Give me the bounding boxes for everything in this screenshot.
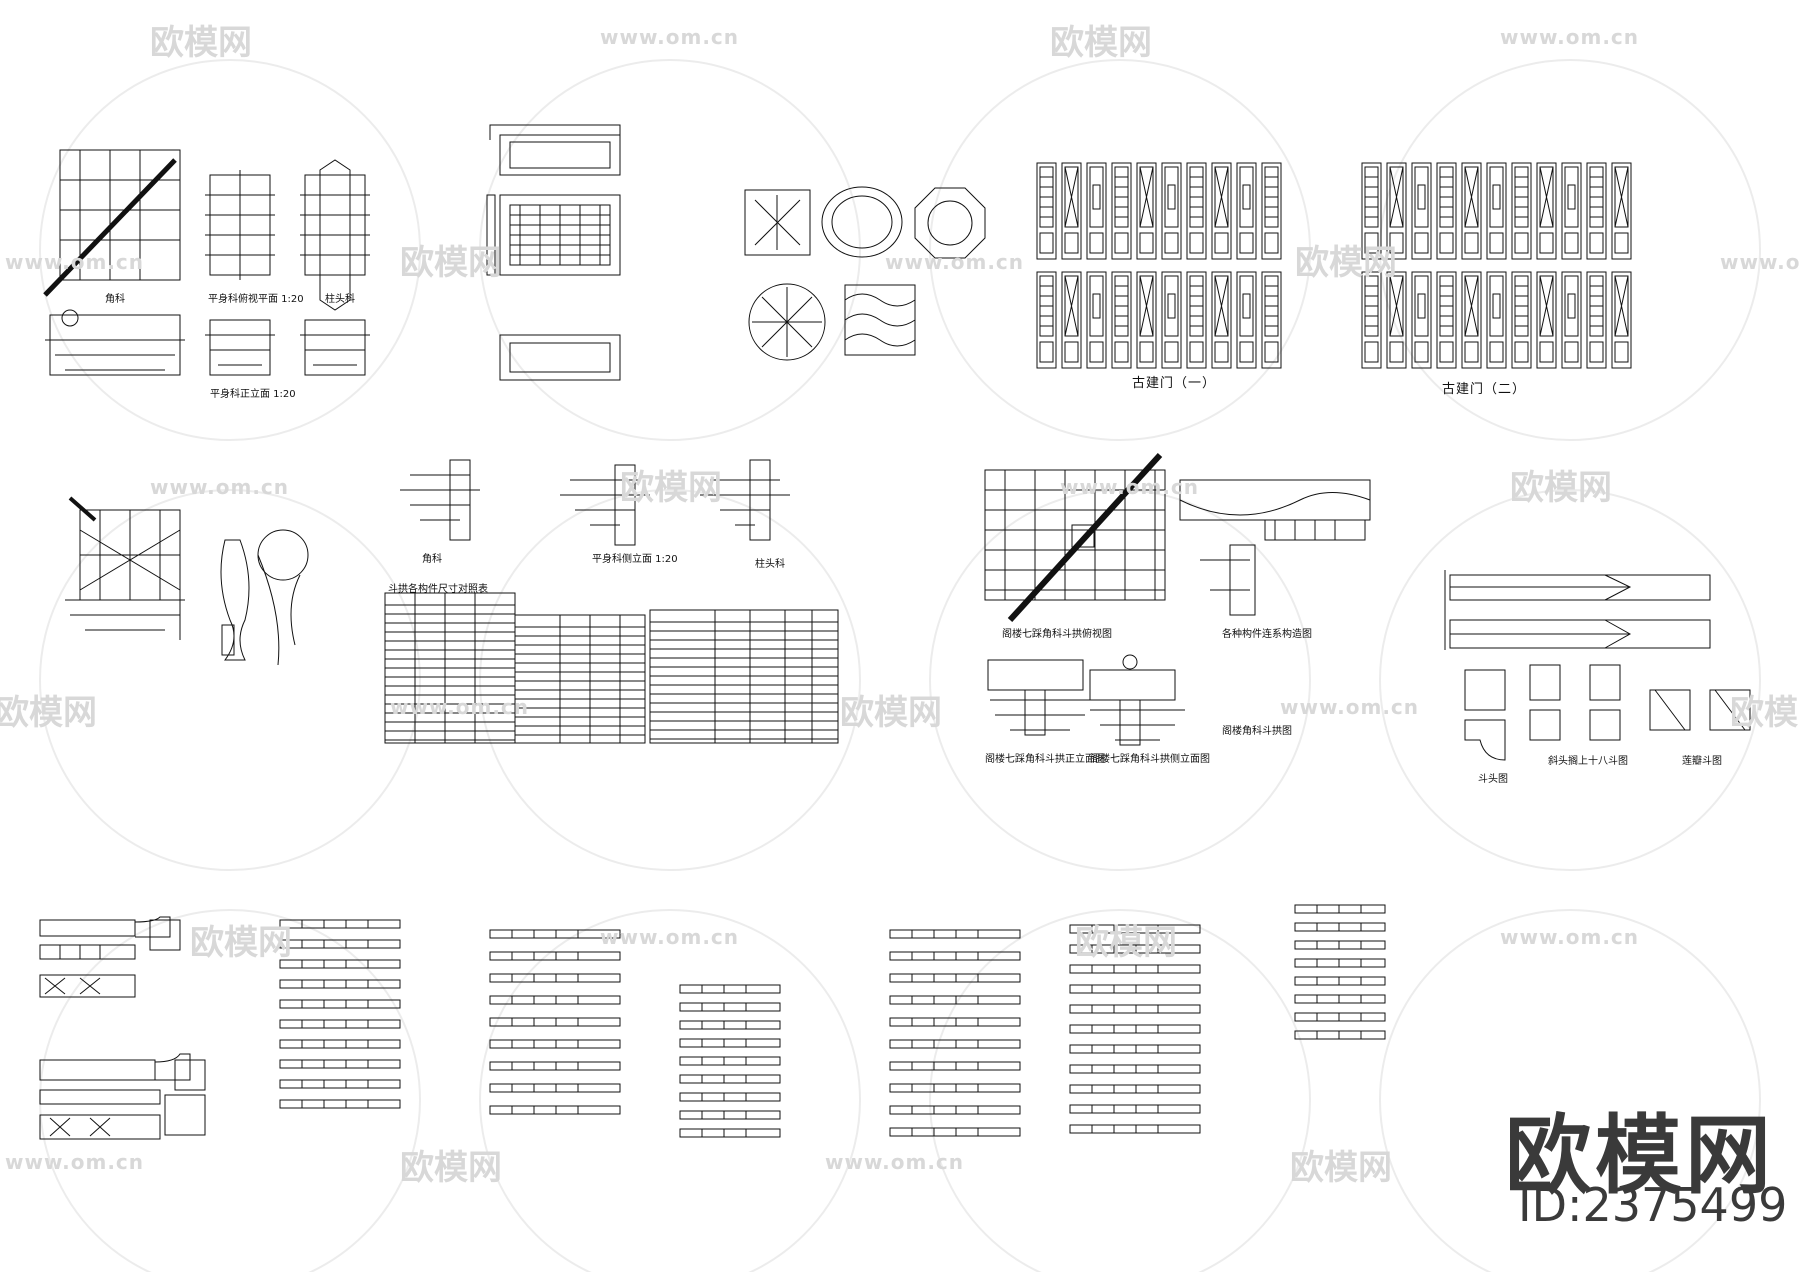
watermark-logo: 欧模网 <box>190 923 292 963</box>
timber-profile-set-2 <box>279 919 401 1109</box>
watermark-logo: 欧模网 <box>1295 243 1397 283</box>
watermark-logo: 欧模网 <box>840 693 942 733</box>
bracket-elevations-row <box>45 309 370 376</box>
lattice-panel-elevations <box>486 124 621 381</box>
watermark-logo: 欧模网 <box>620 468 722 508</box>
brand-logo-text: 欧模网 <box>1505 1106 1775 1206</box>
watermark-url: www.om.cn <box>390 695 530 719</box>
label-flat-bracket-top: 平身科俯视平面 1:20 <box>208 294 304 305</box>
watermark-circles <box>39 59 1761 1272</box>
bracket-corner-plan <box>43 149 181 297</box>
label-beam-head: 斗头图 <box>1478 774 1508 785</box>
label-column-bracket-2: 柱头科 <box>755 559 785 570</box>
label-table-title: 斗拱各构件尺寸对照表 <box>388 584 488 595</box>
beam-head-elevations <box>1444 570 1711 650</box>
watermark-logo: 欧模网 <box>1050 23 1152 63</box>
bracket-column-plan <box>300 159 370 311</box>
label-corner-bracket-2: 角科 <box>422 554 442 565</box>
ornamental-window-set <box>744 186 986 361</box>
timber-profile-set-4 <box>679 984 781 1138</box>
door-panels-set-2 <box>1361 162 1632 369</box>
carved-ornament-tail <box>220 529 309 666</box>
label-corner-section: 各种构件连系构造图 <box>1222 629 1312 640</box>
beam-head-details <box>1464 664 1751 761</box>
label-column-bracket: 柱头科 <box>325 294 355 305</box>
watermark-url: www.om.cn <box>1500 925 1640 949</box>
bracket-dimension-table <box>384 592 839 744</box>
watermark-logo: 欧模网 <box>150 23 252 63</box>
watermark-url: www.om.cn <box>150 475 290 499</box>
timber-profile-set-3 <box>489 929 621 1115</box>
label-corner-front: 阁楼七踩角科斗拱正立面图 <box>985 754 1105 765</box>
watermark-logo: 欧模网 <box>400 243 502 283</box>
watermark-url: www.om.cn <box>600 25 740 49</box>
label-beam-eighteen: 斜头搁上十八斗图 <box>1548 756 1628 767</box>
timber-profile-set-1 <box>39 916 206 1140</box>
corner-bracket-side-elevation <box>1089 654 1185 746</box>
label-corner-plan: 阁楼七踩角科斗拱俯视图 <box>1002 629 1112 640</box>
bracket-elevations-row-2 <box>400 459 790 546</box>
label-flat-bracket-side: 平身科正立面 1:20 <box>210 389 296 400</box>
watermark-url: www.om.cn <box>1280 695 1420 719</box>
watermark-url: www.om.cn <box>5 1150 145 1174</box>
lattice-bracket-detail <box>65 496 185 640</box>
label-lotus-dou: 莲瓣斗图 <box>1682 756 1722 767</box>
bracket-flat-plan <box>205 170 275 280</box>
watermark-url: www.om.cn <box>600 925 740 949</box>
label-flat-bracket-side-2: 平身科侧立面 1:20 <box>592 554 678 565</box>
watermark-logo: 欧模网 <box>1075 923 1177 963</box>
timber-profile-set-6 <box>1069 904 1386 1134</box>
watermark-logo: 欧模网 <box>1730 693 1800 733</box>
watermark-url: www.om.cn <box>1060 475 1200 499</box>
watermark-url: www.om.cn <box>5 250 145 274</box>
watermark-logo: 欧模网 <box>1510 468 1612 508</box>
door-panels-set-1 <box>1036 162 1282 369</box>
label-door-panels-1: 古建门（一） <box>1132 376 1217 391</box>
corner-bracket-front-elevation <box>987 659 1090 736</box>
model-id: ID:2375499 <box>1518 1178 1788 1232</box>
watermark-url: www.om.cn <box>1500 25 1640 49</box>
label-door-panels-2: 古建门（二） <box>1442 382 1527 397</box>
watermark-url: www.om.cn <box>885 250 1025 274</box>
timber-profile-set-5 <box>889 929 1021 1137</box>
watermark-url: www.om.cn <box>1720 250 1800 274</box>
watermark-logo: 欧模网 <box>400 1148 502 1188</box>
label-corner-side: 阁楼七踩角科斗拱侧立面图 <box>1090 754 1210 765</box>
corner-bracket-plan-view <box>984 452 1166 623</box>
watermark-logo: 欧模网 <box>1290 1148 1392 1188</box>
watermark-url: www.om.cn <box>825 1150 965 1174</box>
watermark-logo: 欧模网 <box>0 693 97 733</box>
label-corner-note: 阁楼角科斗拱图 <box>1222 726 1292 737</box>
label-corner-bracket: 角科 <box>105 294 125 305</box>
component-connection-section <box>1179 479 1371 616</box>
